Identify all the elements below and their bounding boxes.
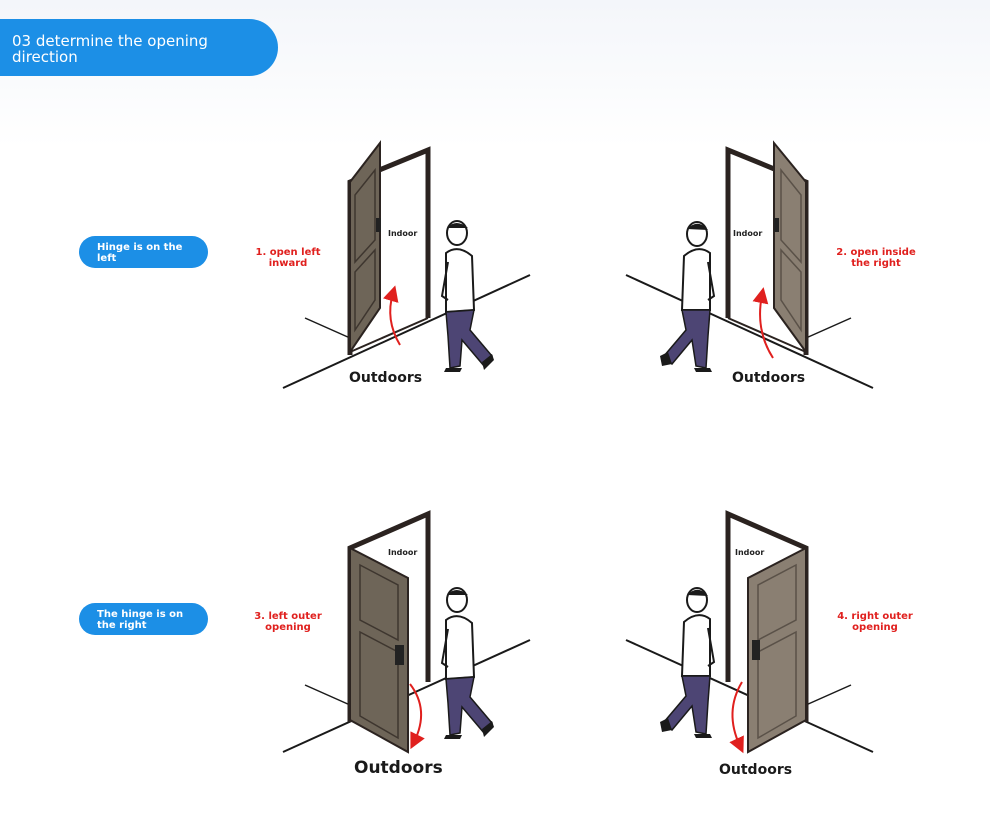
door-panel: [354, 248, 376, 333]
panel-4-indoor-label: Indoor: [735, 548, 765, 557]
floor-line: [304, 317, 351, 339]
open-direction-arrow: [409, 683, 425, 750]
panel-2-caption: 2. open inside the right: [836, 247, 916, 269]
door-panel: [757, 630, 797, 740]
open-direction-arrow: [752, 287, 774, 359]
door-leaf: [349, 546, 409, 754]
panel-3-caption: 3. left outer opening: [254, 611, 322, 633]
floor-line: [625, 274, 874, 389]
floor-line: [304, 684, 351, 706]
panel-2-indoor-label: Indoor: [733, 229, 763, 238]
open-direction-arrow: [729, 681, 744, 754]
door-handle: [395, 645, 404, 665]
door-threshold: [727, 317, 807, 353]
door-handle: [752, 640, 760, 660]
door-panel: [359, 563, 399, 642]
hinge-right-label: The hinge is on the right: [97, 609, 184, 631]
person-figure: [660, 221, 716, 372]
panel-2-outdoors-label: Outdoors: [732, 370, 806, 386]
person-figure: [660, 587, 716, 738]
person-figure: [440, 587, 494, 739]
person-figure: [440, 220, 494, 372]
door-panel: [780, 248, 802, 333]
panel-1-indoor-label: Indoor: [388, 229, 418, 238]
hinge-left-label: Hinge is on the left: [97, 242, 183, 264]
section-title-pill: 03 determine the opening direction: [0, 19, 278, 76]
panel-1-caption: 1. open left inward: [255, 247, 321, 269]
panel-4-caption: 4. right outer opening: [837, 611, 913, 633]
door-leaf: [773, 140, 807, 356]
panel-3-indoor-label: Indoor: [388, 548, 418, 557]
floor-line: [282, 274, 531, 389]
door-leaf: [747, 546, 807, 754]
door-panel: [780, 167, 802, 264]
door-panel: [359, 630, 399, 740]
hinge-left-tag: Hinge is on the left: [79, 236, 208, 268]
section-title: 03 determine the opening direction: [12, 32, 208, 66]
door-handle: [376, 218, 381, 232]
open-direction-arrow: [383, 285, 401, 346]
panel-3-drawing: [282, 510, 531, 754]
panel-3-outdoors-label: Outdoors: [354, 758, 443, 778]
floor-line: [805, 684, 852, 706]
door-threshold: [349, 317, 429, 353]
door-handle: [774, 218, 779, 232]
panel-1-outdoors-label: Outdoors: [349, 370, 423, 386]
door-panel: [354, 167, 376, 264]
panel-2-drawing: [625, 140, 874, 389]
door-leaf: [349, 140, 381, 356]
panel-4-drawing: [625, 510, 874, 754]
panel-1-drawing: [282, 140, 531, 389]
panel-4-outdoors-label: Outdoors: [719, 762, 793, 778]
hinge-right-tag: The hinge is on the right: [79, 603, 208, 635]
floor-line: [805, 317, 852, 339]
